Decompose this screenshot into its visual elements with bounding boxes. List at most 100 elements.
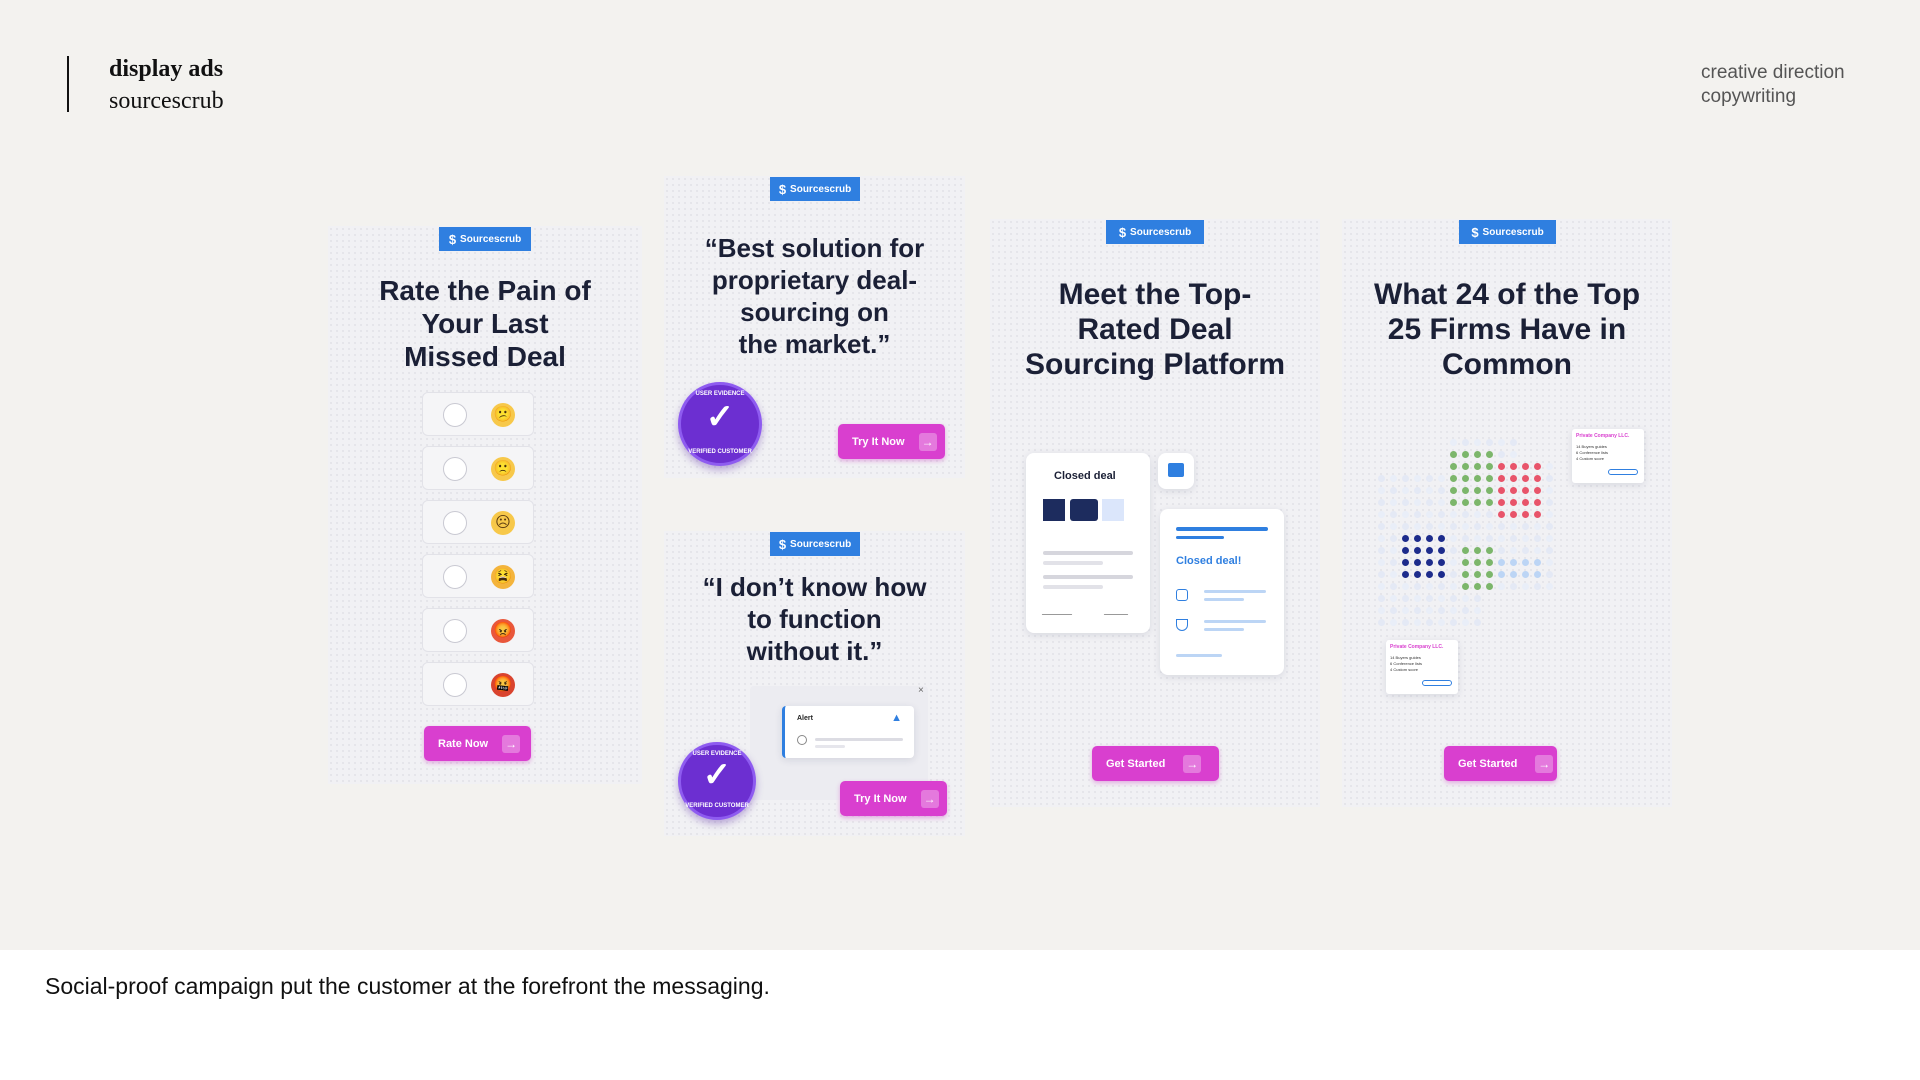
emoji-weary-icon: 😫	[491, 565, 515, 589]
headline-line: What 24 of the Top	[1373, 278, 1641, 311]
map-dot	[1450, 451, 1457, 458]
try-it-now-button[interactable]: Try It Now →	[840, 781, 947, 816]
map-dot	[1498, 523, 1505, 530]
map-dot	[1498, 463, 1505, 470]
map-dot	[1414, 475, 1421, 482]
map-dot	[1522, 475, 1529, 482]
card-title: Closed deal!	[1176, 555, 1242, 567]
company-tag-item: 6 Conference lists	[1390, 661, 1423, 666]
map-dot	[1486, 535, 1493, 542]
map-dot	[1546, 475, 1553, 482]
rating-option-2[interactable]: 🙁	[422, 446, 534, 490]
detail-line	[1176, 654, 1222, 657]
radio-circle[interactable]	[443, 403, 467, 427]
map-dot	[1462, 451, 1469, 458]
map-dot	[1498, 559, 1505, 566]
map-dot	[1378, 583, 1385, 590]
map-dot	[1546, 559, 1553, 566]
map-dot	[1402, 607, 1409, 614]
rating-option-4[interactable]: 😫	[422, 554, 534, 598]
map-dot	[1414, 583, 1421, 590]
map-dot	[1486, 523, 1493, 530]
emoji-slight-frown-icon: 🙁	[491, 457, 515, 481]
map-dot	[1486, 463, 1493, 470]
map-dot	[1438, 547, 1445, 554]
rating-option-5[interactable]: 😡	[422, 608, 534, 652]
bell-icon: ▲	[891, 712, 902, 724]
signature-icon	[1103, 603, 1133, 615]
map-dot	[1510, 439, 1517, 446]
map-dot	[1462, 511, 1469, 518]
page-title: display ads	[109, 56, 224, 82]
radio-circle[interactable]	[443, 511, 467, 535]
headline-line: Sourcing Platform	[1024, 348, 1286, 381]
company-tag-title: Private Company LLC.	[1390, 644, 1444, 650]
map-dot	[1450, 475, 1457, 482]
map-dot	[1534, 523, 1541, 530]
map-dot	[1486, 439, 1493, 446]
map-dot	[1390, 583, 1397, 590]
logo-mark-icon: $	[1118, 224, 1127, 240]
headline-line: Common	[1442, 348, 1572, 381]
map-dot	[1474, 499, 1481, 506]
map-dot	[1450, 571, 1457, 578]
map-dot	[1474, 439, 1481, 446]
rating-option-1[interactable]: 😕	[422, 392, 534, 436]
map-dot	[1522, 523, 1529, 530]
map-dot	[1522, 583, 1529, 590]
map-dot	[1390, 535, 1397, 542]
header-line	[1176, 536, 1224, 539]
title-divider	[67, 56, 69, 112]
radio-circle[interactable]	[443, 673, 467, 697]
map-dot	[1498, 511, 1505, 518]
map-dot	[1426, 547, 1433, 554]
company-tag-item: 14 Buyers guides	[1576, 444, 1607, 449]
arrow-right-icon: →	[502, 734, 521, 753]
close-icon[interactable]: ×	[918, 685, 924, 696]
logo-mark-icon: $	[1471, 224, 1479, 240]
map-dot	[1534, 499, 1541, 506]
get-started-button[interactable]: Get Started →	[1092, 746, 1219, 781]
map-dot	[1474, 475, 1481, 482]
get-started-button[interactable]: Get Started →	[1444, 746, 1557, 781]
map-dot	[1426, 571, 1433, 578]
map-dot	[1390, 619, 1397, 626]
radio-circle[interactable]	[443, 457, 467, 481]
try-it-now-button[interactable]: Try It Now →	[838, 424, 945, 459]
rating-option-6[interactable]: 🤬	[422, 662, 534, 706]
map-dot	[1534, 463, 1541, 470]
map-dot	[1510, 559, 1517, 566]
roles: creative direction copywriting	[1701, 61, 1845, 109]
map-dot	[1510, 487, 1517, 494]
map-dot	[1522, 487, 1529, 494]
map-dot	[1438, 523, 1445, 530]
map-dot	[1498, 451, 1505, 458]
arrow-right-icon: →	[920, 789, 939, 808]
rate-now-button[interactable]: Rate Now →	[424, 726, 531, 761]
map-dot	[1462, 523, 1469, 530]
puzzle-graphic-icon	[1102, 499, 1124, 521]
map-dot	[1390, 571, 1397, 578]
map-dot	[1450, 535, 1457, 542]
map-dot	[1534, 475, 1541, 482]
map-dot	[1474, 583, 1481, 590]
sourcescrub-logo: $ Sourcescrub	[770, 177, 860, 201]
headline-line: Rate the Pain of	[379, 275, 591, 306]
map-dot	[1402, 499, 1409, 506]
map-dot	[1390, 547, 1397, 554]
radio-circle[interactable]	[443, 619, 467, 643]
map-dot	[1522, 571, 1529, 578]
map-dot	[1474, 559, 1481, 566]
map-dot	[1390, 499, 1397, 506]
closed-deal-card: Closed deal	[1026, 453, 1150, 633]
rating-option-3[interactable]: ☹	[422, 500, 534, 544]
map-dot	[1426, 499, 1433, 506]
detail-line	[1204, 628, 1244, 631]
logo-text: Sourcescrub	[460, 233, 522, 245]
radio-circle[interactable]	[443, 565, 467, 589]
closed-deal-success-card: Closed deal!	[1160, 509, 1284, 675]
map-dot	[1378, 595, 1385, 602]
map-dot	[1378, 523, 1385, 530]
map-dot	[1462, 487, 1469, 494]
map-dot	[1414, 595, 1421, 602]
